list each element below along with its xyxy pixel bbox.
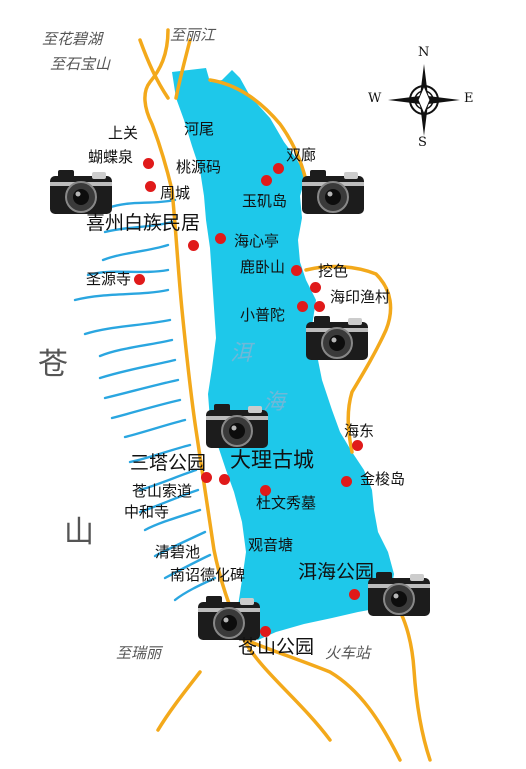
- attraction-dot[interactable]: [309, 281, 321, 293]
- camera-icon: [306, 316, 368, 360]
- lake-label: 洱: [230, 341, 253, 366]
- attraction-dot[interactable]: [218, 473, 230, 485]
- place-label: 海印渔村: [330, 288, 391, 306]
- place-label: 上关: [108, 124, 139, 142]
- place-label: 金梭岛: [360, 470, 406, 488]
- attraction-dot[interactable]: [313, 300, 325, 312]
- place-label: 苍山索道: [132, 482, 193, 500]
- route-label: 至瑞丽: [116, 644, 162, 662]
- attraction-dot[interactable]: [272, 162, 284, 174]
- erhai-lake: [172, 68, 394, 640]
- route-label: 至丽江: [170, 26, 216, 44]
- place-label: 观音塘: [248, 536, 294, 554]
- attraction-dot[interactable]: [259, 484, 271, 496]
- attraction-dot[interactable]: [259, 625, 271, 637]
- place-label: 杜文秀墓: [256, 494, 317, 512]
- place-label: 大理古城: [230, 448, 314, 472]
- route-label: 火车站: [325, 644, 371, 662]
- place-label: 小普陀: [240, 306, 286, 324]
- place-label: 周城: [160, 184, 191, 202]
- place-label: 玉矶岛: [242, 192, 288, 210]
- compass-south: S: [418, 135, 427, 150]
- place-label: 中和寺: [124, 503, 170, 521]
- attraction-dot[interactable]: [296, 300, 308, 312]
- place-label: 挖色: [318, 262, 349, 280]
- attraction-dot[interactable]: [348, 588, 360, 600]
- attraction-dot[interactable]: [290, 264, 302, 276]
- place-label: 清碧池: [155, 543, 201, 561]
- route-label: 至花碧湖: [42, 30, 103, 48]
- attraction-dot[interactable]: [187, 239, 199, 251]
- place-label: 苍山公园: [238, 636, 315, 658]
- camera-icon: [368, 572, 430, 616]
- camera-icon: [50, 170, 112, 214]
- route-label: 至石宝山: [50, 55, 111, 73]
- compass-west: W: [368, 91, 382, 106]
- attraction-dot[interactable]: [200, 471, 212, 483]
- attraction-dot[interactable]: [260, 174, 272, 186]
- camera-icon: [302, 170, 364, 214]
- place-label: 双廊: [286, 146, 317, 164]
- attraction-dot[interactable]: [144, 180, 156, 192]
- lake-label: 海: [263, 390, 286, 415]
- compass-north: N: [418, 45, 430, 60]
- place-label: 喜州白族民居: [86, 212, 201, 234]
- camera-icon: [206, 404, 268, 448]
- compass-east: E: [464, 91, 474, 106]
- place-label: 洱海公园: [298, 561, 375, 583]
- place-label: 圣源寺: [86, 270, 132, 288]
- mountain-label: 苍: [38, 347, 68, 382]
- camera-icon: [198, 596, 260, 640]
- place-label: 南诏德化碑: [170, 566, 246, 584]
- attraction-dot[interactable]: [214, 232, 226, 244]
- place-label: 三塔公园: [130, 452, 207, 474]
- attraction-dot[interactable]: [142, 157, 154, 169]
- place-label: 河尾: [184, 120, 215, 138]
- place-label: 鹿卧山: [240, 258, 286, 276]
- place-label: 蝴蝶泉: [88, 148, 134, 166]
- place-label: 海心亭: [234, 232, 280, 250]
- mountain-label: 山: [64, 515, 94, 550]
- mountain-streams: [73, 198, 217, 602]
- place-label: 海东: [344, 422, 375, 440]
- attraction-dot[interactable]: [340, 475, 352, 487]
- attraction-dot[interactable]: [351, 439, 363, 451]
- attraction-dot[interactable]: [133, 273, 145, 285]
- place-label: 桃源码: [176, 158, 222, 176]
- compass-rose-icon: [388, 64, 460, 136]
